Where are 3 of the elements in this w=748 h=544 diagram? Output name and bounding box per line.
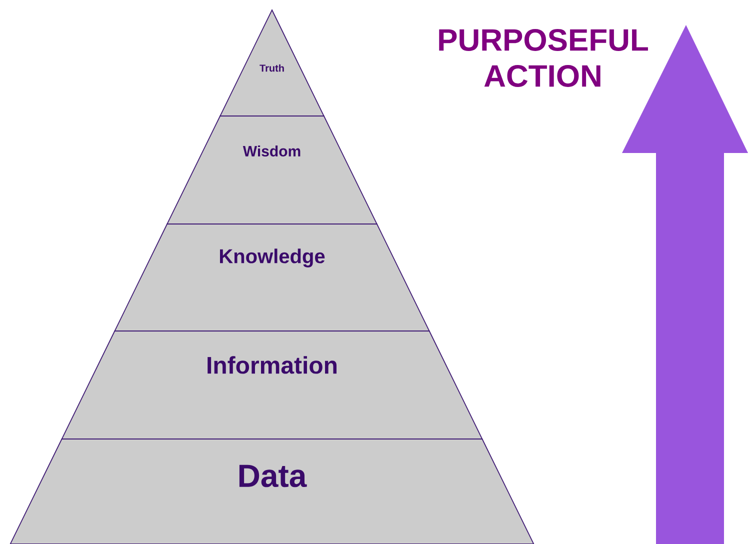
heading: PURPOSEFUL ACTION: [439, 29, 648, 87]
pyramid-level: Information: [61, 330, 483, 440]
pyramid-level: Data: [10, 438, 534, 544]
